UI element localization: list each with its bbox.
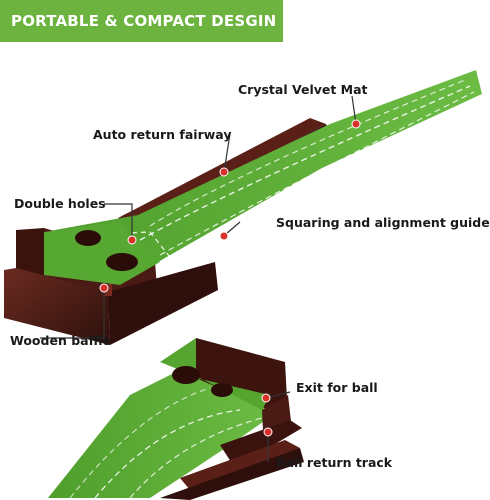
label-squaring-alignment-guides: Squaring and alignment guides <box>276 215 490 230</box>
marker-dot <box>261 393 271 403</box>
label-exit-for-ball: Exit for ball <box>296 380 378 395</box>
label-ball-return-track: Ball return track <box>276 455 393 470</box>
marker-dot <box>219 231 229 241</box>
marker-dot <box>351 119 361 129</box>
marker-dot <box>263 427 273 437</box>
label-crystal-velvet-mat: Crystal Velvet Mat <box>238 82 368 97</box>
label-double-holes: Double holes <box>14 196 106 211</box>
hole-4 <box>211 383 233 397</box>
marker-dot <box>99 283 109 293</box>
marker-dot <box>127 235 137 245</box>
hole-3 <box>172 366 200 384</box>
hole-1 <box>75 230 101 246</box>
hole-2 <box>106 253 138 271</box>
label-auto-return-fairway: Auto return fairway <box>93 127 232 142</box>
label-wooden-baffle: Wooden baffle <box>10 333 112 348</box>
leader-lines <box>40 95 357 462</box>
marker-dots <box>99 119 361 437</box>
marker-dot <box>219 167 229 177</box>
feature-banner: PORTABLE & COMPACT DESGIN <box>0 0 283 42</box>
